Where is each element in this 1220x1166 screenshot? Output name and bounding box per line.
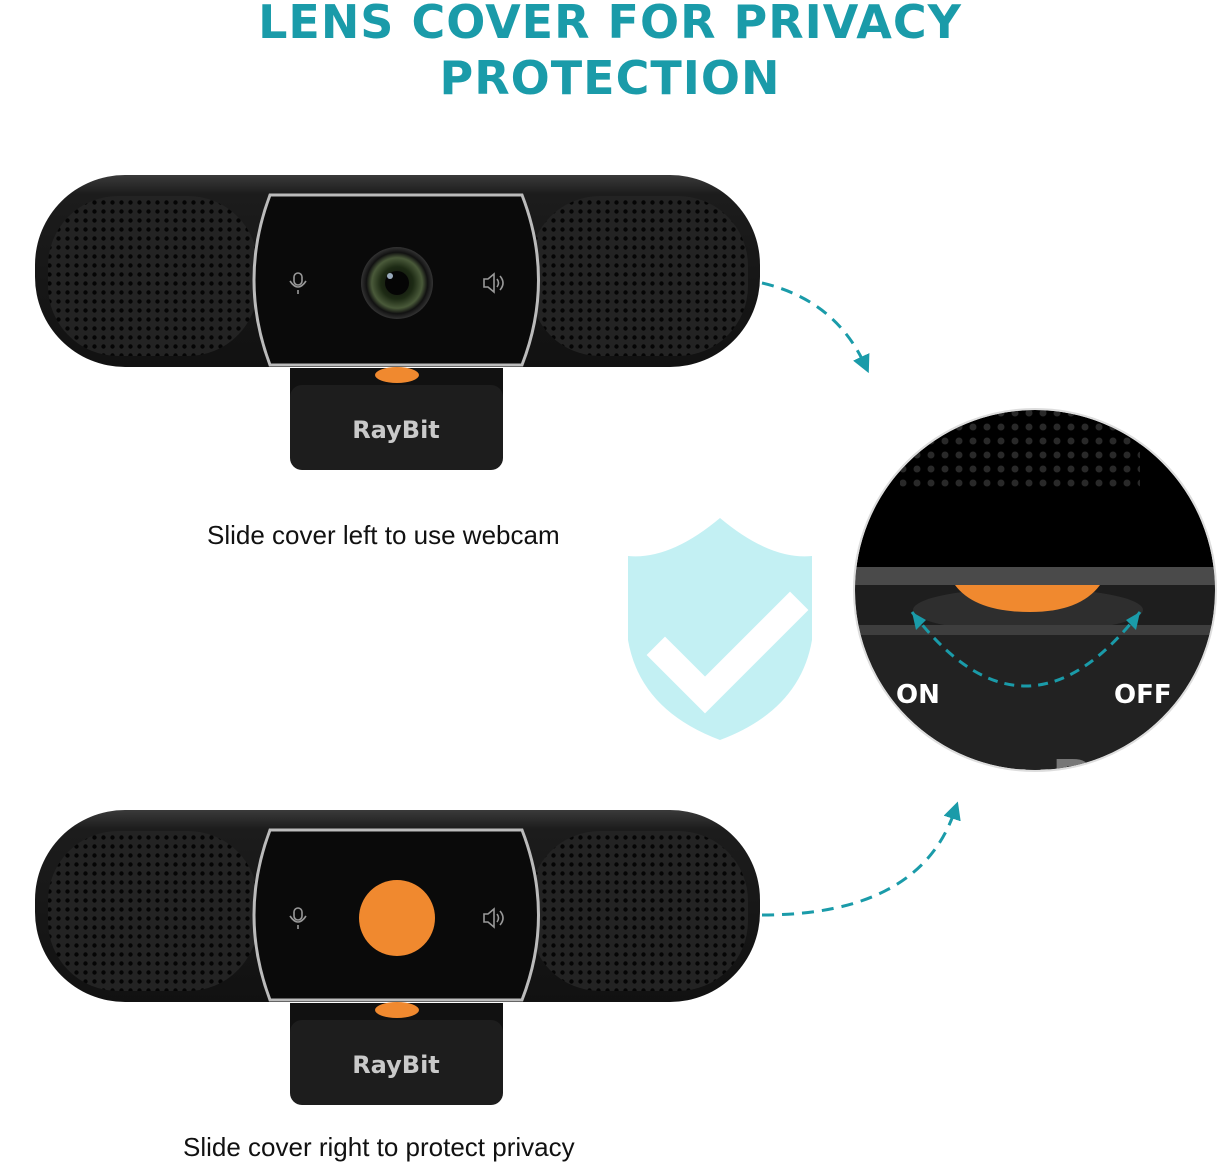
cover-detail-zoom: ON OFF yB [855,410,1215,814]
brand-logo: RayBit [352,416,440,444]
page-title: LENS COVER FOR PRIVACY PROTECTION [0,0,1220,106]
webcam-cover-closed: RayBit [35,810,760,1105]
lens-cover [359,880,435,956]
microphone-icon [289,272,307,294]
dashed-arrow-icon [761,281,870,374]
caption-open: Slide cover left to use webcam [207,520,560,550]
lens-cover-slider [955,585,1100,612]
speaker-grille-right [530,831,748,991]
title-line-1: LENS COVER FOR PRIVACY [258,0,962,49]
microphone-icon [289,907,307,929]
on-label: ON [896,680,940,710]
off-label: OFF [1114,680,1172,710]
speaker-icon [483,272,504,294]
speaker-icon [483,907,504,929]
shield-check-icon [628,518,812,740]
speaker-grille-left [48,831,258,991]
dashed-arrow-icon [761,801,961,917]
brand-logo: RayBit [352,1051,440,1079]
webcam-cover-open: RayBit [35,175,760,470]
speaker-grille-right [530,196,748,356]
speaker-grille-left [48,196,258,356]
caption-closed: Slide cover right to protect privacy [183,1132,575,1162]
brand-partial: yB [1015,749,1094,814]
title-line-2: PROTECTION [439,51,781,105]
